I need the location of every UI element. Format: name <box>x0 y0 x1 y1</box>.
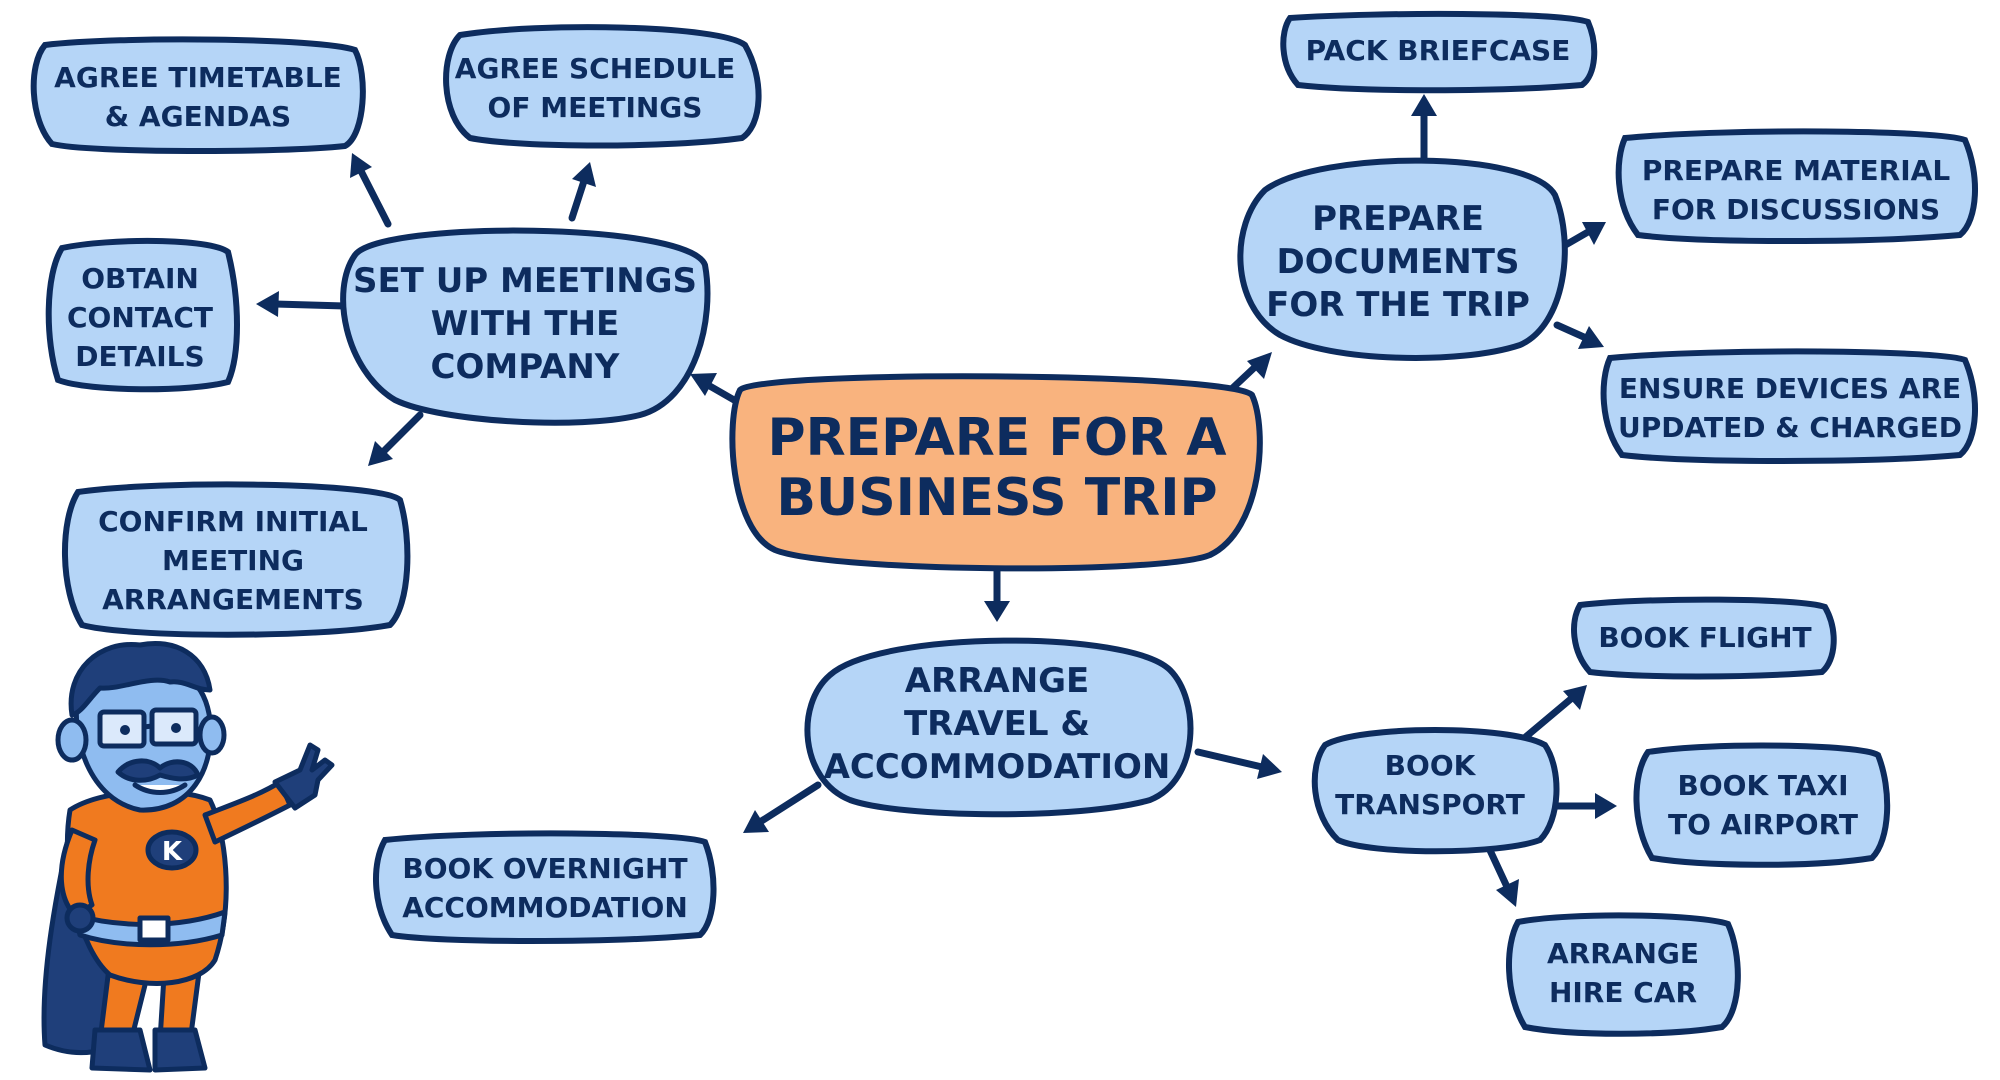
mascot-left-ear <box>55 717 89 763</box>
mascot-left-eye <box>120 725 130 735</box>
hire-car-node: ARRANGE HIRE CAR <box>1505 912 1741 1037</box>
book-transport-line1: BOOK <box>1385 749 1477 782</box>
pack-briefcase-line1: PACK BRIEFCASE <box>1306 34 1571 67</box>
confirm-initial-line1: CONFIRM INITIAL <box>98 505 368 538</box>
mascot-mouth <box>132 782 188 795</box>
ensure-devices-line1: ENSURE DEVICES ARE <box>1619 372 1961 405</box>
arrow-transport-to-taxi <box>1552 793 1617 819</box>
agree-timetable-node: AGREE TIMETABLE & AGENDAS <box>30 36 366 155</box>
arrow-meetings-to-schedule <box>568 162 596 222</box>
mascot-body <box>64 788 229 986</box>
documents-line1: PREPARE <box>1312 199 1484 239</box>
pack-briefcase-node: PACK BRIEFCASE <box>1280 10 1598 94</box>
book-taxi-line1: BOOK TAXI <box>1678 769 1849 802</box>
confirm-initial-line2: MEETING <box>162 544 304 577</box>
obtain-contact-line2: CONTACT <box>67 301 213 334</box>
meetings-line1: SET UP MEETINGS <box>353 261 697 301</box>
hire-car-line1: ARRANGE <box>1547 937 1699 970</box>
arrow-documents-to-briefcase <box>1411 94 1437 164</box>
mascot-left-arm <box>58 827 98 918</box>
book-overnight-line2: ACCOMMODATION <box>402 891 688 924</box>
meetings-line2: WITH THE <box>431 304 620 344</box>
mascot-emblem <box>145 829 199 871</box>
mascot-left-hand <box>64 902 96 934</box>
travel-line1: ARRANGE <box>905 661 1090 701</box>
prepare-material-line1: PREPARE MATERIAL <box>1642 154 1951 187</box>
mascot-hair <box>68 641 213 718</box>
mascot-right-boot <box>152 1027 208 1073</box>
arrow-transport-to-hirecar <box>1484 842 1519 907</box>
meetings-line3: COMPANY <box>431 347 620 387</box>
ensure-devices-node: ENSURE DEVICES ARE UPDATED & CHARGED <box>1600 348 1979 464</box>
arrow-travel-to-transport <box>1194 748 1282 779</box>
arrow-documents-to-devices <box>1553 321 1604 349</box>
agree-timetable-line2: & AGENDAS <box>105 100 291 133</box>
agree-timetable-line1: AGREE TIMETABLE <box>54 61 342 94</box>
documents-line2: DOCUMENTS <box>1277 242 1520 282</box>
mascot-right-ear <box>197 714 227 756</box>
confirm-initial-node: CONFIRM INITIAL MEETING ARRANGEMENTS <box>61 481 411 638</box>
mascot-emblem-letter: K <box>162 837 183 867</box>
arrow-transport-to-flight <box>1518 685 1587 744</box>
obtain-contact-line1: OBTAIN <box>81 262 199 295</box>
mascot-glove <box>272 742 335 811</box>
ensure-devices-line2: UPDATED & CHARGED <box>1618 411 1962 444</box>
book-overnight-line1: BOOK OVERNIGHT <box>402 852 687 885</box>
documents-node: PREPARE DOCUMENTS FOR THE TRIP <box>1237 157 1568 361</box>
mascot-belt-buckle <box>137 915 171 943</box>
book-taxi-node: BOOK TAXI TO AIRPORT <box>1633 742 1891 868</box>
mascot-right-eye <box>171 723 181 733</box>
mascot-left-boot <box>89 1027 153 1073</box>
connector-arrows <box>256 94 1617 907</box>
arrow-documents-to-material <box>1558 222 1606 251</box>
confirm-initial-line3: ARRANGEMENTS <box>102 583 364 616</box>
obtain-contact-line3: DETAILS <box>75 340 204 373</box>
central-node: PREPARE FOR A BUSINESS TRIP <box>729 373 1263 572</box>
agree-schedule-node: AGREE SCHEDULE OF MEETINGS <box>443 24 762 149</box>
mascot-right-arm <box>202 779 293 845</box>
book-taxi-line2: TO AIRPORT <box>1668 808 1858 841</box>
agree-schedule-line1: AGREE SCHEDULE <box>455 52 735 85</box>
book-overnight-node: BOOK OVERNIGHT ACCOMMODATION <box>372 830 717 944</box>
arrow-central-to-travel <box>984 561 1010 622</box>
arrow-meetings-to-confirm <box>368 411 424 466</box>
travel-line3: ACCOMMODATION <box>824 747 1171 787</box>
book-transport-line2: TRANSPORT <box>1335 788 1525 821</box>
book-flight-node: BOOK FLIGHT <box>1571 596 1837 680</box>
book-flight-line1: BOOK FLIGHT <box>1598 621 1811 654</box>
arrow-travel-to-overnight <box>743 781 822 833</box>
hire-car-line2: HIRE CAR <box>1549 976 1697 1009</box>
mascot-moustache <box>115 758 201 783</box>
central-title-line1: PREPARE FOR A <box>767 408 1226 468</box>
travel-line2: TRAVEL & <box>904 704 1090 744</box>
meetings-node: SET UP MEETINGS WITH THE COMPANY <box>340 227 711 426</box>
prepare-material-line2: FOR DISCUSSIONS <box>1652 193 1940 226</box>
agree-schedule-line2: OF MEETINGS <box>488 91 703 124</box>
arrow-meetings-to-contact <box>256 291 349 317</box>
prepare-material-node: PREPARE MATERIAL FOR DISCUSSIONS <box>1615 128 1979 244</box>
mascot-glasses-bridge <box>141 723 155 730</box>
central-title-line2: BUSINESS TRIP <box>776 468 1217 528</box>
book-transport-node: BOOK TRANSPORT <box>1311 727 1560 855</box>
travel-node: ARRANGE TRAVEL & ACCOMMODATION <box>804 637 1194 818</box>
obtain-contact-node: OBTAIN CONTACT DETAILS <box>45 237 240 393</box>
arrow-meetings-to-timetable <box>350 153 392 228</box>
superhero-mascot: K <box>41 641 335 1073</box>
documents-line3: FOR THE TRIP <box>1266 285 1530 325</box>
